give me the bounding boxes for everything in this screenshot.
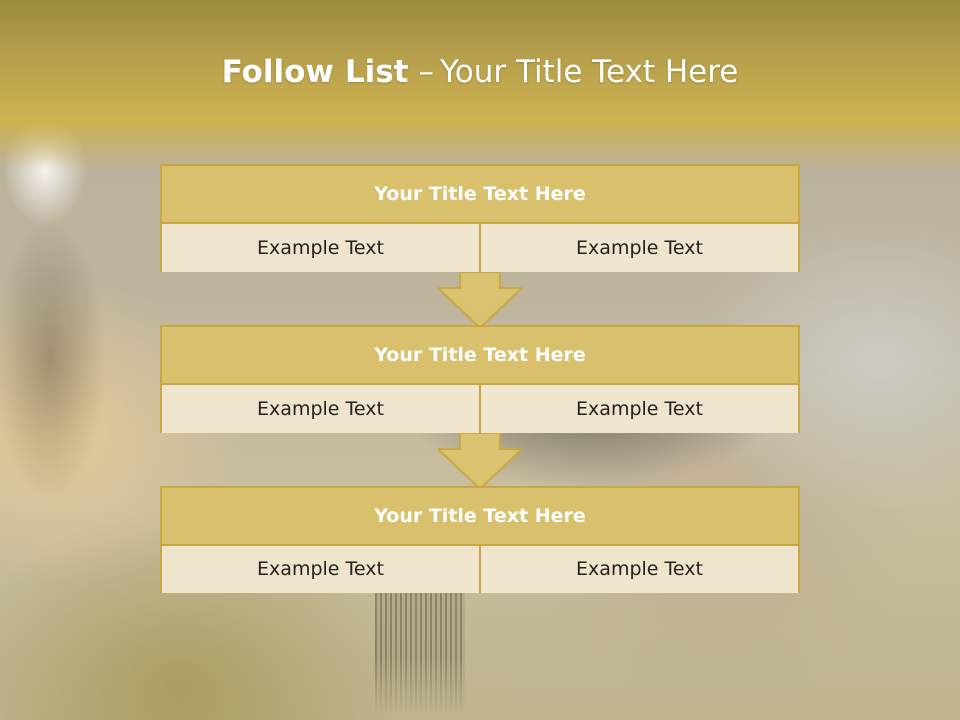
block-cell-left: Example Text xyxy=(162,385,479,433)
block-cell-left: Example Text xyxy=(162,224,479,272)
block-row: Example Text Example Text xyxy=(162,546,798,593)
slide-title: Follow List–Your Title Text Here xyxy=(0,54,960,90)
title-rest: Your Title Text Here xyxy=(439,54,739,90)
block-title: Your Title Text Here xyxy=(162,488,798,546)
block-cell-right: Example Text xyxy=(479,385,798,433)
block-row: Example Text Example Text xyxy=(162,385,798,433)
header-band xyxy=(0,0,960,170)
title-bold: Follow List xyxy=(221,54,409,90)
tassel-image xyxy=(375,585,465,715)
down-arrow-1 xyxy=(438,272,522,330)
block-cell-right: Example Text xyxy=(479,224,798,272)
list-block-3: Your Title Text Here Example Text Exampl… xyxy=(160,486,800,593)
list-block-2: Your Title Text Here Example Text Exampl… xyxy=(160,325,800,433)
block-cell-right: Example Text xyxy=(479,546,798,593)
block-title: Your Title Text Here xyxy=(162,166,798,224)
block-cell-left: Example Text xyxy=(162,546,479,593)
list-block-1: Your Title Text Here Example Text Exampl… xyxy=(160,164,800,272)
title-separator: – xyxy=(418,54,434,90)
block-title: Your Title Text Here xyxy=(162,327,798,385)
down-arrow-2 xyxy=(438,433,522,491)
block-row: Example Text Example Text xyxy=(162,224,798,272)
